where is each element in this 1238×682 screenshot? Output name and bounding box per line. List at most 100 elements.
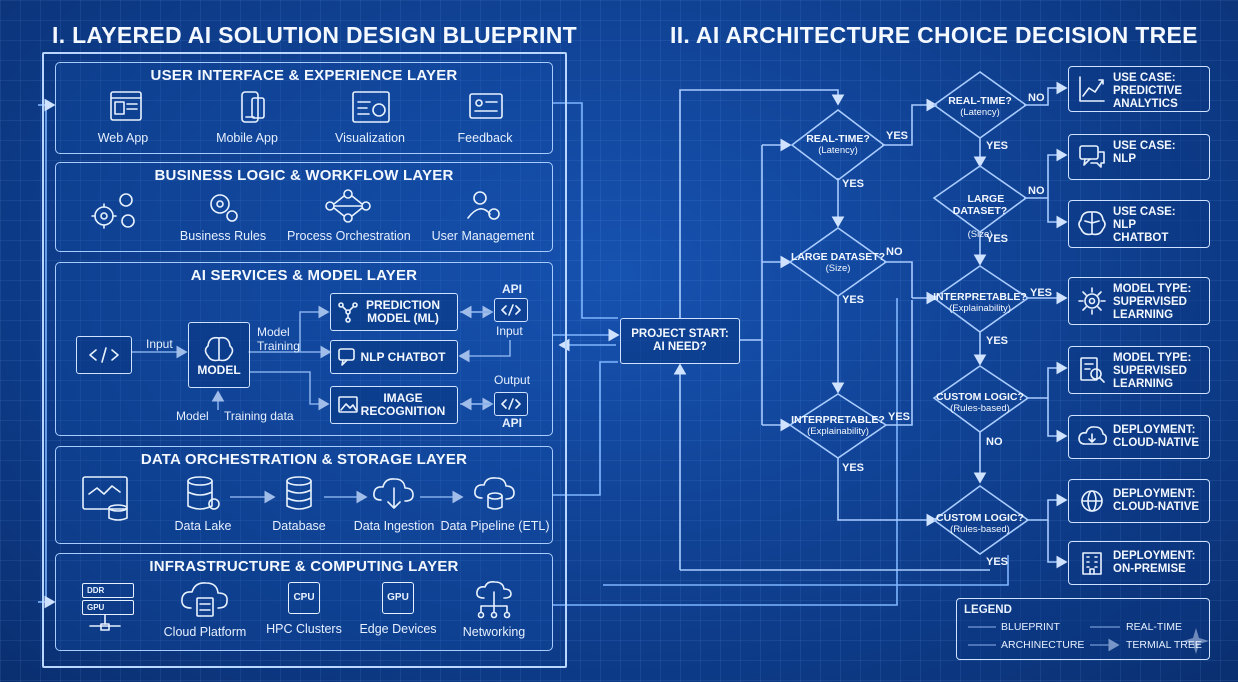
code-icon (89, 347, 119, 363)
blueprint-title: I. LAYERED AI SOLUTION DESIGN BLUEPRINT (52, 22, 577, 48)
custom1-sub: (Rules-based) (950, 403, 1010, 414)
api-bottom-label: API (502, 416, 523, 430)
gpu-stick-label: GPU (87, 603, 105, 612)
edge-yes-large1-down: YES (842, 294, 865, 306)
legend-title: LEGEND (964, 604, 1012, 616)
model-box: MODEL (188, 322, 250, 388)
building-icon (1082, 552, 1102, 575)
outcome-0-text: USE CASE: PREDICTIVE ANALYTICS (1113, 72, 1183, 110)
custom2-bottom-line (1047, 520, 1068, 569)
custom2-top-line (1026, 493, 1068, 521)
process-orchestration-item: Process Orchestration (287, 188, 411, 243)
legend-box (956, 598, 1210, 660)
api-code-icon (501, 304, 521, 316)
sparkle-icon (1183, 628, 1209, 654)
decision-realtime1-shape (790, 108, 886, 182)
decision-large1: LARGE DATASET? (Size) (788, 251, 888, 275)
dashboard-icon (352, 91, 390, 123)
interp2-main: INTERPRETABLE? (933, 291, 1027, 303)
cloud-platform-item: Cloud Platform (160, 580, 250, 639)
project-start-label: PROJECT START: AI NEED? (631, 328, 729, 353)
decision-custom2: CUSTOM LOGIC? (Rules-based) (930, 512, 1030, 536)
networking-label: Networking (462, 625, 526, 639)
cloud-ingestion-icon (373, 478, 414, 509)
api-top-label: API (502, 282, 523, 296)
outcome-nlp: USE CASE: NLP (1068, 134, 1210, 180)
api-top-box (494, 298, 528, 322)
decision-interp2: INTERPRETABLE? (Explainability) (930, 291, 1030, 315)
rt1-yes-line (882, 98, 938, 146)
edge-no-large2: NO (1028, 185, 1045, 197)
infra-layer: INFRASTRUCTURE & COMPUTING LAYER (55, 553, 553, 651)
outcome-5-text: DEPLOYMENT: CLOUD-NATIVE (1113, 424, 1200, 449)
interp1-sub: (Explainability) (807, 426, 869, 437)
large1-main: LARGE DATASET? (790, 251, 886, 263)
api-output-label: Output (494, 373, 531, 387)
project-start-box: PROJECT START: AI NEED? (620, 318, 740, 364)
api-bottom-box (494, 392, 528, 416)
outcome-2-text: USE CASE: NLP CHATBOT (1113, 206, 1176, 244)
edge-yes-interp1: YES (888, 411, 911, 423)
decision-realtime2: REAL-TIME? (Latency) (930, 95, 1030, 119)
edge-yes-rt2-down: YES (986, 140, 1009, 152)
interp1-yes-line (886, 300, 913, 426)
ui-to-start-line (553, 102, 618, 319)
cloud-database-icon (474, 477, 515, 510)
image-recognition-box: IMAGE RECOGNITION (330, 386, 458, 424)
image-icon (338, 396, 358, 413)
outcome-nlp-chatbot: USE CASE: NLP CHATBOT (1068, 200, 1210, 248)
model-to-prediction-arrow (299, 305, 330, 352)
cpu-chip-icon: CPU (288, 582, 320, 614)
rules-gear-icon (210, 194, 238, 222)
ddr-server-unit: DDR (82, 583, 134, 598)
ddr-label: DDR (87, 586, 105, 595)
data-layer: DATA ORCHESTRATION & STORAGE LAYER (55, 446, 553, 544)
cloud-server-icon (181, 582, 228, 617)
prediction-label: PREDICTION MODEL (ML) (365, 298, 440, 325)
decision-large2: LARGE DATASET? (Size) (930, 181, 1030, 265)
data-layer-title: DATA ORCHESTRATION & STORAGE LAYER (140, 451, 468, 468)
web-app-label: Web App (97, 131, 149, 145)
feedback-item: Feedback (450, 90, 520, 145)
chatbot-label: NLP CHATBOT (360, 349, 446, 364)
custom1-main: CUSTOM LOGIC? (936, 391, 1024, 403)
large2-sub: (Size) (967, 229, 993, 240)
data-to-start-line (553, 361, 618, 496)
cpu-label: CPU (293, 592, 315, 603)
outcome-7-text: DEPLOYMENT: ON-PREMISE (1113, 550, 1196, 575)
model-small-label: Model (176, 409, 209, 423)
cloud-icon (1078, 426, 1107, 445)
database-gear-icon (187, 476, 220, 510)
ai-layer-title: AI SERVICES & MODEL LAYER (190, 267, 418, 284)
edge-no-custom1: NO (986, 436, 1003, 448)
database-icon (286, 476, 312, 510)
decision-large2-shape (932, 165, 1028, 233)
data-lake-item: Data Lake (170, 474, 236, 533)
outcome-1-text: USE CASE: NLP (1113, 140, 1176, 165)
large2-main: LARGE DATASET? (952, 193, 1008, 217)
infra-layer-title: INFRASTRUCTURE & COMPUTING LAYER (149, 558, 459, 575)
edge-yes-custom2: YES (986, 556, 1009, 568)
gpu-chip-icon: GPU (382, 582, 414, 614)
interp2-sub: (Explainability) (949, 303, 1011, 314)
edge-yes-large2-down: YES (986, 233, 1009, 245)
data-lake-label: Data Lake (174, 519, 232, 533)
gears-icon (91, 193, 135, 229)
decision-large1-shape (788, 227, 888, 297)
legend-blueprint: BLUEPRINT (1001, 621, 1060, 633)
network-cloud-icon (476, 581, 512, 619)
edge-yes-interp1-down: YES (842, 462, 865, 474)
edge-devices-item: GPU Edge Devices (358, 580, 438, 636)
business-rules-item: Business Rules (178, 188, 268, 243)
database-label: Database (272, 519, 326, 533)
infra-to-tree-line (553, 298, 898, 606)
feedback-label: Feedback (457, 131, 513, 145)
ui-layer-title: USER INTERFACE & EXPERIENCE LAYER (150, 67, 458, 84)
api-to-chatbot-arrow (458, 340, 511, 363)
realtime1-main: REAL-TIME? (806, 133, 870, 145)
web-app-item: Web App (88, 90, 158, 145)
chat-icon (1079, 145, 1105, 168)
mobile-app-label: Mobile App (216, 131, 278, 145)
